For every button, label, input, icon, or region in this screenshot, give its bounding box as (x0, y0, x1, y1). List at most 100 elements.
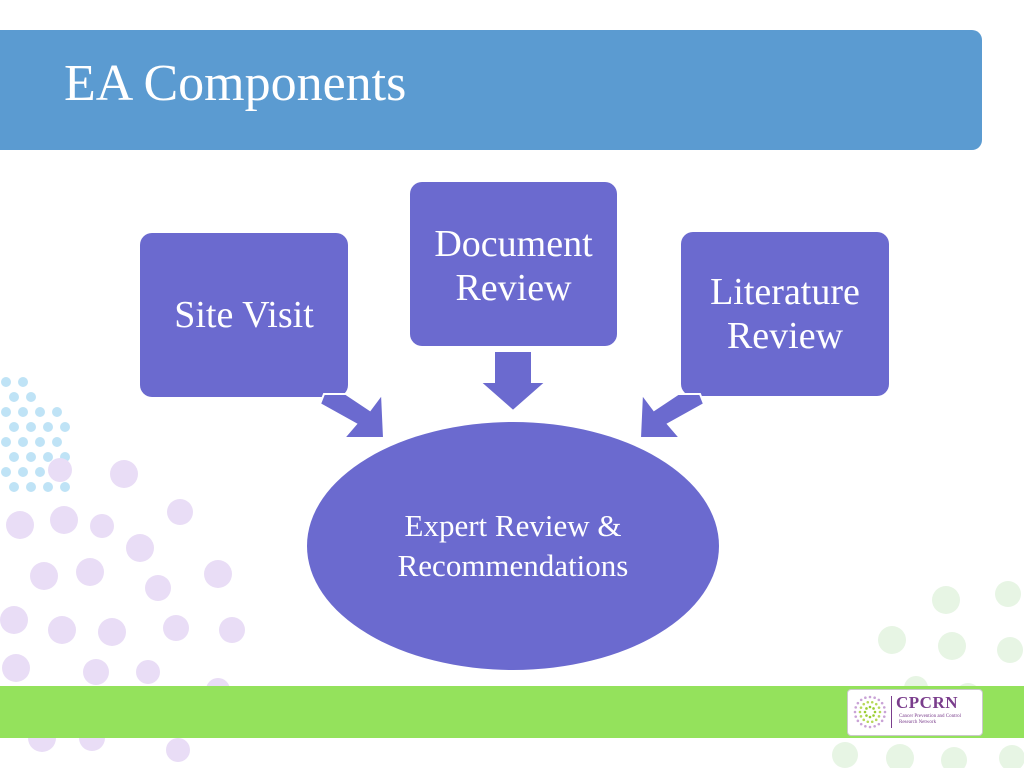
blue-dot (1, 467, 11, 477)
green-dot (832, 742, 858, 768)
logo-dot (882, 715, 886, 718)
blue-dot (18, 467, 28, 477)
logo-dot (859, 706, 863, 709)
logo-dot (878, 710, 882, 714)
purple-dot (167, 499, 193, 525)
logo-dot (858, 710, 862, 714)
logo-dot (864, 724, 867, 728)
logo-dot (877, 715, 881, 718)
purple-dot (48, 616, 76, 644)
logo-dot (856, 701, 860, 705)
blue-dot (35, 437, 45, 447)
purple-dot (163, 615, 189, 641)
logo-dot (859, 698, 863, 702)
blue-dot (1, 377, 11, 387)
logo-dot (880, 719, 884, 723)
purple-dot (48, 458, 72, 482)
cpcrn-sunburst-icon (853, 695, 887, 729)
logo-dot (854, 715, 858, 718)
logo-dot (870, 700, 874, 704)
purple-dot (50, 506, 78, 534)
blue-dot (26, 452, 36, 462)
logo-dot (859, 715, 863, 718)
green-dot (878, 626, 906, 654)
logo-dot (872, 714, 875, 717)
title-bar (0, 30, 982, 150)
logo-dot (868, 715, 872, 719)
logo-dot (853, 710, 857, 714)
blue-dot (26, 422, 36, 432)
purple-dot (145, 575, 171, 601)
logo-dot (865, 714, 868, 717)
blue-dot (9, 422, 19, 432)
logo-dot (868, 695, 872, 699)
purple-dot (2, 654, 30, 682)
logo-name: CPCRN (896, 693, 958, 712)
purple-dot (136, 660, 160, 684)
green-dot (941, 747, 967, 768)
logo-dot (880, 701, 884, 705)
logo-dot (873, 710, 877, 714)
blue-dot (18, 377, 28, 387)
blue-dot (60, 482, 70, 492)
purple-dot (166, 738, 190, 762)
logo-dot (862, 718, 866, 722)
purple-dot (126, 534, 154, 562)
blue-dot (43, 482, 53, 492)
blue-dot (35, 407, 45, 417)
blue-dot (43, 422, 53, 432)
purple-dot (76, 558, 104, 586)
expert-review-node: Expert Review & Recommendations (307, 422, 719, 670)
document-review-box: Document Review (410, 182, 617, 346)
purple-dot (110, 460, 138, 488)
logo-dot (862, 702, 866, 706)
purple-dot (0, 606, 28, 634)
logo-divider (891, 696, 892, 728)
blue-dot (9, 392, 19, 402)
literature-review-box: Literature Review (681, 232, 889, 396)
logo-dot (868, 725, 872, 729)
logo-dot (877, 698, 881, 702)
logo-dot (874, 718, 878, 722)
blue-dot (52, 407, 62, 417)
purple-dot (98, 618, 126, 646)
literature-review-label: Literature Review (710, 270, 860, 357)
logo-dot (866, 720, 870, 724)
logo-dot (868, 705, 872, 709)
logo-dot (854, 706, 858, 709)
logo-dot (863, 710, 867, 714)
site-visit-box: Site Visit (140, 233, 348, 397)
blue-dot (60, 422, 70, 432)
logo-subtitle: Cancer Prevention and Control Research N… (899, 714, 962, 725)
blue-dot (9, 452, 19, 462)
purple-dot (30, 562, 58, 590)
purple-dot (219, 617, 245, 643)
blue-dot (26, 392, 36, 402)
logo-dot (865, 707, 868, 710)
expert-review-label: Expert Review & Recommendations (397, 507, 629, 583)
green-dot (999, 745, 1024, 768)
green-dot (938, 632, 966, 660)
purple-dot (6, 511, 34, 539)
logo-dot (864, 696, 867, 700)
green-dot (886, 744, 914, 768)
blue-dot (35, 467, 45, 477)
blue-dot (26, 482, 36, 492)
purple-dot (90, 514, 114, 538)
blue-dot (1, 407, 11, 417)
logo-dot (877, 722, 881, 726)
logo-dot (873, 696, 876, 700)
purple-dot (204, 560, 232, 588)
blue-dot (18, 407, 28, 417)
site-visit-label: Site Visit (174, 293, 314, 336)
cpcrn-logo: CPCRN Cancer Prevention and Control Rese… (847, 689, 983, 736)
blue-dot (43, 452, 53, 462)
slide-title: EA Components (64, 55, 407, 112)
logo-dot (872, 707, 875, 710)
document-review-label: Document Review (434, 223, 593, 310)
logo-dot (882, 706, 886, 709)
logo-dot (870, 720, 874, 724)
logo-dot (859, 722, 863, 726)
green-dot (997, 637, 1023, 663)
blue-dot (18, 437, 28, 447)
